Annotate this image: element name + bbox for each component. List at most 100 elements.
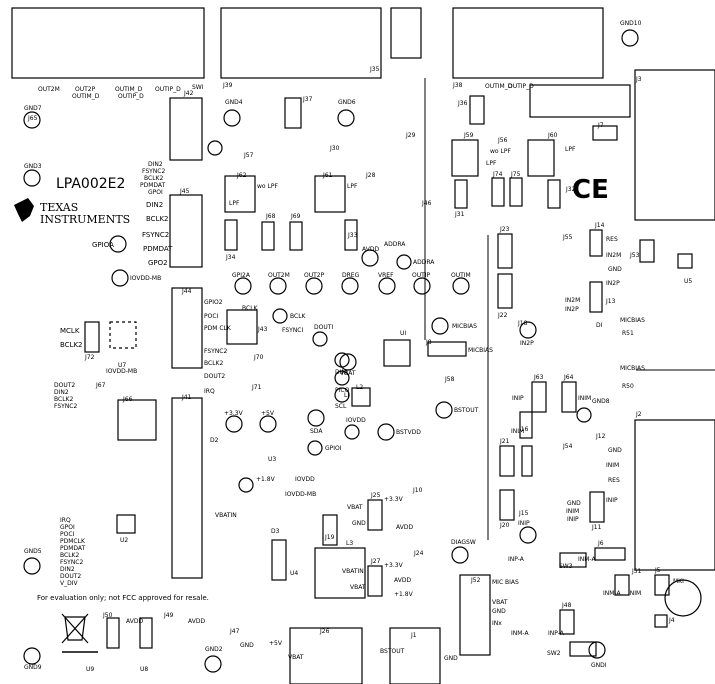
header-J36 bbox=[469, 95, 485, 125]
ref-J70: J70 bbox=[254, 354, 264, 361]
fcc-note: For evaluation only; not FCC approved fo… bbox=[37, 594, 209, 602]
label-scl: SCL bbox=[335, 403, 347, 410]
label-out2m: OUT2M bbox=[38, 86, 60, 93]
label-di: DI bbox=[596, 322, 603, 329]
label-fsync2-c: FSYNC2 bbox=[204, 348, 228, 355]
label-bstout-j1: BSTOUT bbox=[380, 648, 405, 655]
label-li: LI bbox=[344, 392, 350, 399]
ref-J55: J55 bbox=[563, 234, 573, 241]
label-bclk2-e: BCLK2 bbox=[54, 396, 74, 403]
gnd2-label: GND2 bbox=[205, 646, 223, 653]
label-vref: VREF bbox=[378, 272, 394, 279]
label-out2p: OUT2P bbox=[75, 86, 96, 93]
testpoint-DINI bbox=[334, 352, 350, 368]
label-bstvdd: BSTVDD bbox=[396, 429, 421, 436]
label-pdm-clk: PDM CLK bbox=[204, 325, 231, 332]
label-dout2-c: DOUT2 bbox=[60, 573, 82, 580]
label-fsync2-e: FSYNC2 bbox=[60, 559, 84, 566]
ref-J29: J29 bbox=[406, 132, 416, 139]
switch-SW2 bbox=[569, 641, 597, 657]
label-gpi2: GPIO2 bbox=[204, 299, 223, 306]
header-J59 bbox=[451, 139, 479, 177]
ref-J69: J69 bbox=[291, 213, 301, 220]
header-J4 bbox=[654, 614, 668, 628]
label-inip-1: INIP bbox=[512, 395, 524, 402]
header-J45 bbox=[169, 194, 203, 268]
ref-J14: J14 bbox=[595, 222, 605, 229]
header-J33 bbox=[344, 219, 358, 251]
header-J64 bbox=[561, 381, 577, 413]
label-in2m-2: IN2M bbox=[565, 297, 581, 304]
label-sw2: SW2 bbox=[547, 650, 561, 657]
ref-J50: J50 bbox=[103, 612, 113, 619]
label-inim-j5: INIM bbox=[628, 590, 642, 597]
ref-J58: J58 bbox=[445, 376, 455, 383]
label-r50: R50 bbox=[622, 383, 634, 390]
board-title: LPA002E2 bbox=[56, 176, 126, 192]
label-v-div: V_DIV bbox=[60, 580, 78, 587]
gndi-label: GNDI bbox=[591, 662, 607, 669]
testpoint-OUT2M bbox=[269, 277, 287, 295]
testpoint-INIP bbox=[519, 526, 537, 544]
label-bclk2: BCLK2 bbox=[144, 175, 164, 182]
label-poci: POCI bbox=[204, 313, 219, 320]
ref-J45: J45 bbox=[180, 188, 190, 195]
testpoint-GPI2A bbox=[234, 277, 252, 295]
ref-J30: J30 bbox=[330, 145, 340, 152]
label-gnd-j25: GND bbox=[352, 520, 366, 527]
label-poci-2: POCI bbox=[60, 531, 75, 538]
label-d3: D3 bbox=[271, 528, 280, 535]
label-33v-j27: +3.3V bbox=[384, 562, 403, 569]
header-J72 bbox=[84, 321, 100, 353]
connector-J2-outline bbox=[634, 419, 715, 571]
label-diagsw: DIAGSW bbox=[451, 539, 476, 546]
ref-J21: J21 bbox=[500, 438, 510, 445]
ref-J57: J57 bbox=[244, 152, 254, 159]
testpoint-plus33V bbox=[225, 415, 243, 433]
testpoint-GPIO1A bbox=[109, 235, 127, 253]
label-u4: U4 bbox=[290, 570, 299, 577]
label-in2p-2: IN2P bbox=[565, 306, 579, 313]
connector-J39-outline bbox=[220, 7, 382, 79]
label-vbatin-j27: VBATIN bbox=[342, 568, 364, 575]
ref-J10: J10 bbox=[413, 487, 423, 494]
label-gpi2a: GPI2A bbox=[232, 272, 250, 279]
label-avdd: AVDD bbox=[362, 246, 380, 253]
label-avdd-j49: AVDD bbox=[188, 618, 206, 625]
header-J42 bbox=[169, 97, 203, 161]
ref-J25: J25 bbox=[371, 492, 381, 499]
header-J25 bbox=[367, 499, 383, 531]
testpoint-GND3 bbox=[23, 169, 41, 187]
label-dout2-b: DOUT2 bbox=[54, 382, 76, 389]
label-douti: DOUTI bbox=[314, 324, 334, 331]
testpoint-IN2P bbox=[519, 321, 537, 339]
header-J61 bbox=[314, 175, 346, 213]
ref-J27: J27 bbox=[371, 558, 381, 565]
testpoint-GND9 bbox=[23, 647, 41, 665]
testpoint-GPIOI bbox=[307, 440, 323, 456]
label-lpf-3: LPF bbox=[486, 160, 497, 167]
ref-J67: J67 bbox=[96, 382, 106, 389]
ref-J47: J47 bbox=[230, 628, 240, 635]
ref-J68: J68 bbox=[266, 213, 276, 220]
label-fsynci: FSYNCI bbox=[282, 327, 304, 334]
header-J37 bbox=[284, 97, 302, 129]
ref-J63: J63 bbox=[534, 374, 544, 381]
testpoint-GND5 bbox=[23, 557, 41, 575]
label-bclk2-c: BCLK2 bbox=[60, 341, 83, 349]
label-gpo2: GPO2 bbox=[148, 259, 168, 267]
header-J20 bbox=[499, 489, 515, 521]
label-5v-j26: +5V bbox=[269, 640, 282, 647]
testpoint-BSTOUT bbox=[435, 401, 453, 419]
label-vbat-j26: VBAT bbox=[288, 654, 304, 661]
ref-J11: J11 bbox=[592, 524, 602, 531]
ref-J61: J61 bbox=[323, 172, 333, 179]
ref-J60: J60 bbox=[548, 132, 558, 139]
label-d2: D2 bbox=[210, 437, 219, 444]
ref-J6: J6 bbox=[598, 540, 604, 547]
label-res-2: RES bbox=[608, 477, 620, 484]
testpoint-PICO bbox=[334, 370, 350, 386]
label-lpf-4: LPF bbox=[565, 146, 576, 153]
label-addra-1: ADDRA bbox=[384, 241, 406, 248]
header-J48 bbox=[559, 609, 575, 635]
